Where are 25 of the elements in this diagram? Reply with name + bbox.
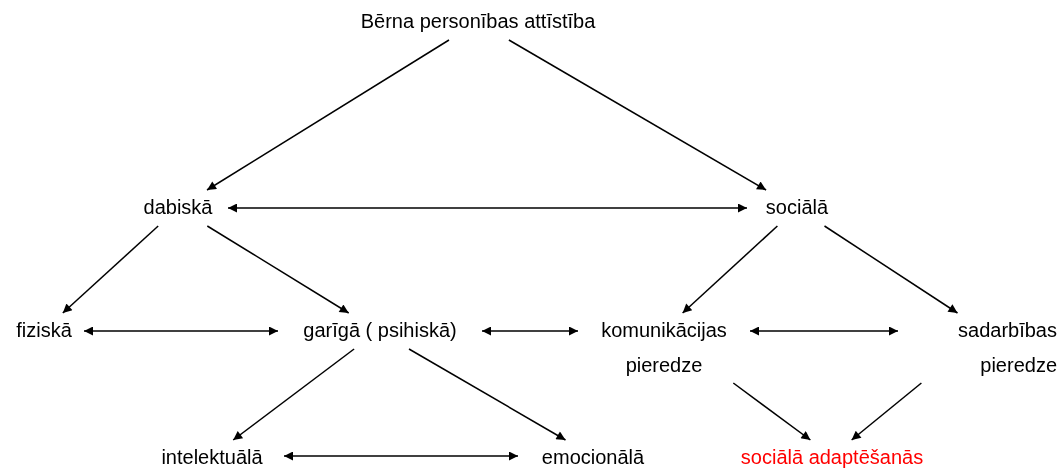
arrow	[850, 382, 923, 441]
node-label: fiziskā	[16, 318, 72, 343]
arrow	[232, 348, 355, 441]
node-label: garīgā ( psihiskā)	[303, 318, 457, 343]
arrow	[83, 326, 279, 336]
node-label: komunikācijas pieredze	[600, 318, 728, 378]
arrow	[823, 225, 959, 314]
arrow	[206, 39, 450, 191]
arrow	[206, 225, 350, 314]
arrow	[732, 382, 812, 441]
arrow	[508, 39, 767, 191]
arrow	[408, 348, 567, 441]
node-label: emocionālā	[541, 445, 645, 470]
arrow	[749, 326, 899, 336]
node-label: Bērna personības attīstība	[360, 9, 596, 34]
node-label: dabiskā	[143, 195, 213, 220]
arrow	[681, 225, 779, 314]
arrow	[283, 451, 519, 461]
node-label: sociālā	[765, 195, 829, 220]
arrow	[62, 225, 159, 314]
node-label: intelektuālā	[161, 445, 263, 470]
node-label: sociālā adaptēšanās	[740, 445, 924, 470]
node-label: sadarbības pieredze	[957, 318, 1057, 378]
arrow	[481, 326, 579, 336]
arrow	[227, 203, 748, 213]
